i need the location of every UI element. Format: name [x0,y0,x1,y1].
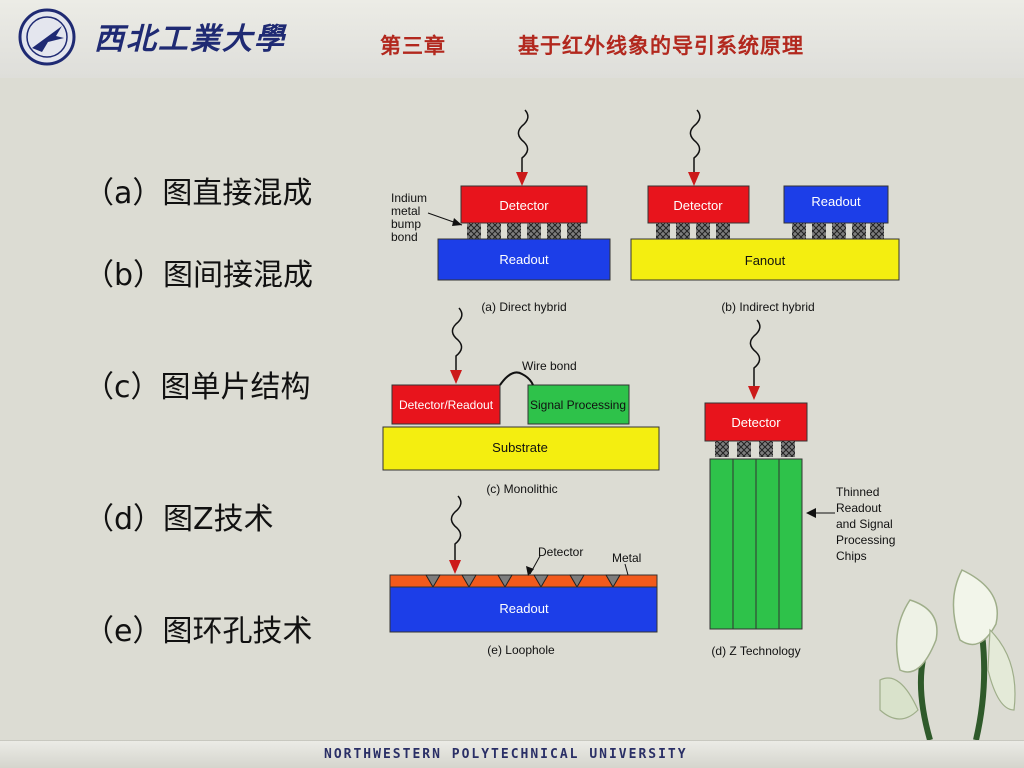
ir-arrow-icon [451,307,463,372]
loophole-vias [425,574,621,588]
indirect-readout-label: Readout [811,194,861,209]
direct-detector-label: Detector [499,198,549,213]
label-e: （e）图环孔技术 [84,614,313,649]
z-chip-stack [709,458,803,630]
direct-readout-block [437,238,611,281]
ir-arrowhead-icon [516,172,528,186]
metal-pointer-icon [624,563,629,576]
loophole-caption: (e) Loophole [487,643,555,657]
indirect-detector-block [647,185,750,224]
z-caption: (d) Z Technology [711,644,800,658]
ir-arrowhead-icon [449,560,461,574]
monolithic-caption: (c) Monolithic [486,482,557,496]
loophole-diagram: Readout Detector Metal (e) Loophole [389,495,658,657]
ir-arrow-icon [689,109,701,176]
ir-arrowhead-icon [748,386,760,400]
ir-arrow-icon [517,109,529,176]
indium-annotation: Indium metal bump bond [391,191,430,244]
calla-lily-decoration [879,569,1016,740]
detector-readout-block [391,384,501,425]
fanout-block [630,238,900,281]
university-name: 西北工業大學 [94,22,286,57]
label-d: （d）图Z技术 [84,502,274,537]
chapter-title: 基于红外线象的导引系统原理 [518,34,804,58]
direct-readout-label: Readout [499,252,549,267]
z-detector-label: Detector [731,415,781,430]
loophole-readout-label: Readout [499,601,549,616]
ir-arrowhead-icon [688,172,700,186]
monolithic-diagram: Detector/Readout Signal Processing Wire … [382,307,660,496]
slide-footer [0,740,1024,768]
indirect-caption: (b) Indirect hybrid [721,300,814,314]
indirect-bump-bonds [656,223,884,239]
direct-detector-block [460,185,588,224]
slide-header [0,0,1024,78]
chapter-number: 第三章 [380,34,446,58]
ir-arrow-icon [450,495,462,562]
z-bump-bonds [715,441,795,457]
ir-arrowhead-icon [450,370,462,384]
signal-processing-label: Signal Processing [530,398,626,412]
footer-university-name: NORTHWESTERN POLYTECHNICAL UNIVERSITY [324,747,688,762]
z-technology-diagram: Detector Thinned Readout and Signal Proc… [704,319,899,658]
direct-hybrid-diagram: Detector Readout Indium metal bump bond … [391,109,611,314]
label-b: （b）图间接混成 [84,258,314,293]
label-c: （c）图单片结构 [84,370,311,405]
signal-processing-block [527,384,630,425]
wire-bond-icon [499,371,534,386]
indirect-readout-block [783,185,889,224]
wire-bond-label: Wire bond [522,359,577,373]
fanout-label: Fanout [745,253,786,268]
loophole-detector-label: Detector [538,545,583,559]
direct-bump-bonds [467,223,581,239]
substrate-label: Substrate [492,440,548,455]
label-a: （a）图直接混成 [84,176,313,211]
university-logo [18,8,76,66]
substrate-block [382,426,660,471]
loophole-metal-label: Metal [612,551,641,565]
chips-annotation: Thinned Readout and Signal Processing Ch… [836,485,899,563]
detector-readout-label: Detector/Readout [399,398,494,412]
indirect-hybrid-diagram: Detector Readout Fanout (b) Indirect hyb… [630,109,900,314]
indirect-detector-label: Detector [673,198,723,213]
direct-caption: (a) Direct hybrid [481,300,566,314]
z-detector-block [704,402,808,442]
loophole-readout-block [389,586,658,633]
ir-arrow-icon [749,319,761,388]
